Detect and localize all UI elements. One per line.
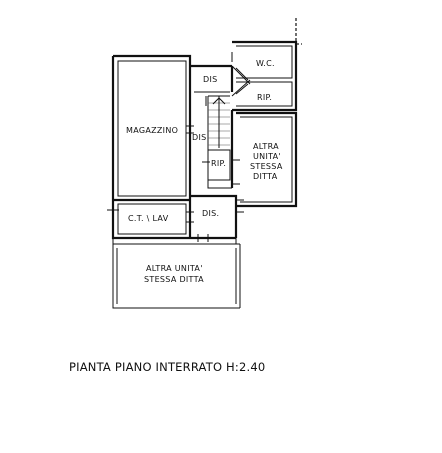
door-swings	[231, 65, 251, 97]
room-label-dis-top: DIS	[203, 75, 218, 84]
room-label-rip-top: RIP.	[257, 93, 272, 102]
bottom-unit-walls	[112, 238, 241, 309]
plan-caption: PIANTA PIANO INTERRATO H:2.40	[69, 360, 265, 374]
altra-right-line-3: STESSA	[250, 162, 283, 171]
altra-right-line-2: UNITA'	[253, 152, 281, 161]
room-label-altra-unita-right: ALTRA UNITA' STESSA DITTA	[250, 142, 283, 181]
room-label-altra-unita-bottom: ALTRA UNITA' STESSA DITTA	[144, 264, 204, 284]
staircase	[208, 96, 230, 148]
altra-right-line-4: DITTA	[253, 172, 278, 181]
altra-bottom-line-2: STESSA DITTA	[144, 275, 204, 284]
door-marks	[107, 52, 244, 242]
room-label-wc: W.C.	[256, 59, 275, 68]
room-label-ct-lav: C.T. \ LAV	[128, 214, 169, 223]
room-label-dis-mid: DIS	[192, 133, 207, 142]
room-label-dis-bottom: DIS.	[202, 209, 219, 218]
room-label-magazzino: MAGAZZINO	[126, 126, 178, 135]
altra-right-line-1: ALTRA	[253, 142, 279, 151]
altra-bottom-line-1: ALTRA UNITA'	[146, 264, 203, 273]
room-label-rip-mid: RIP.	[211, 159, 226, 168]
